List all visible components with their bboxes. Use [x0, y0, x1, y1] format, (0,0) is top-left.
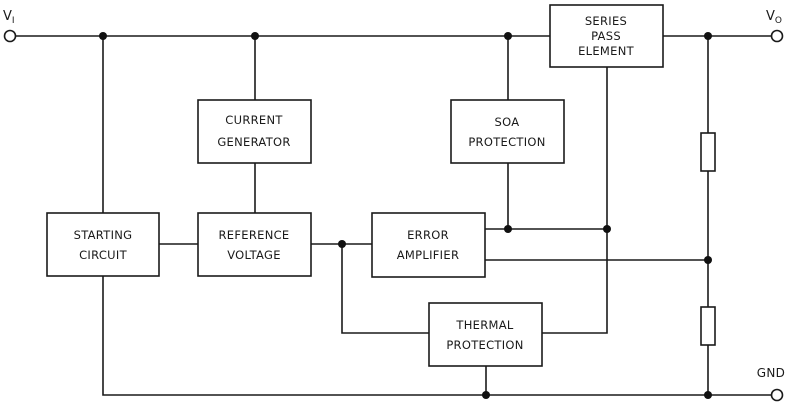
- svg-text:AMPLIFIER: AMPLIFIER: [397, 248, 460, 262]
- svg-text:THERMAL: THERMAL: [455, 318, 514, 332]
- resistor-lower: [700, 306, 716, 346]
- svg-text:CURRENT: CURRENT: [225, 113, 283, 127]
- svg-text:PROTECTION: PROTECTION: [446, 338, 523, 352]
- svg-text:PASS: PASS: [591, 29, 621, 43]
- vout-terminal: [770, 29, 784, 43]
- junction-dots: [99, 32, 712, 399]
- vout-label: VO: [766, 9, 782, 26]
- vin-label: VI: [3, 9, 15, 26]
- svg-text:SERIES: SERIES: [585, 14, 627, 28]
- vin-terminal: [3, 29, 17, 43]
- resistor-upper: [700, 132, 716, 172]
- error-amplifier-block: ERROR AMPLIFIER: [371, 212, 486, 278]
- svg-text:CIRCUIT: CIRCUIT: [79, 248, 127, 262]
- current-generator-block: CURRENT GENERATOR: [197, 99, 312, 164]
- svg-text:STARTING: STARTING: [74, 228, 133, 242]
- svg-text:ELEMENT: ELEMENT: [578, 44, 635, 58]
- thermal-protection-block: THERMAL PROTECTION: [428, 302, 543, 367]
- starting-circuit-block: STARTING CIRCUIT: [46, 212, 160, 277]
- svg-text:REFERENCE: REFERENCE: [219, 228, 290, 242]
- svg-text:PROTECTION: PROTECTION: [468, 135, 545, 149]
- svg-text:VOLTAGE: VOLTAGE: [227, 248, 281, 262]
- wires: [16, 35, 771, 396]
- svg-text:ERROR: ERROR: [407, 228, 449, 242]
- gnd-terminal: [770, 388, 784, 402]
- reference-voltage-block: REFERENCE VOLTAGE: [197, 212, 312, 277]
- svg-text:GENERATOR: GENERATOR: [217, 135, 290, 149]
- series-pass-element-block: SERIES PASS ELEMENT: [549, 4, 664, 68]
- soa-protection-block: SOA PROTECTION: [450, 99, 565, 164]
- svg-text:SOA: SOA: [495, 115, 520, 129]
- gnd-label: GND: [757, 366, 785, 380]
